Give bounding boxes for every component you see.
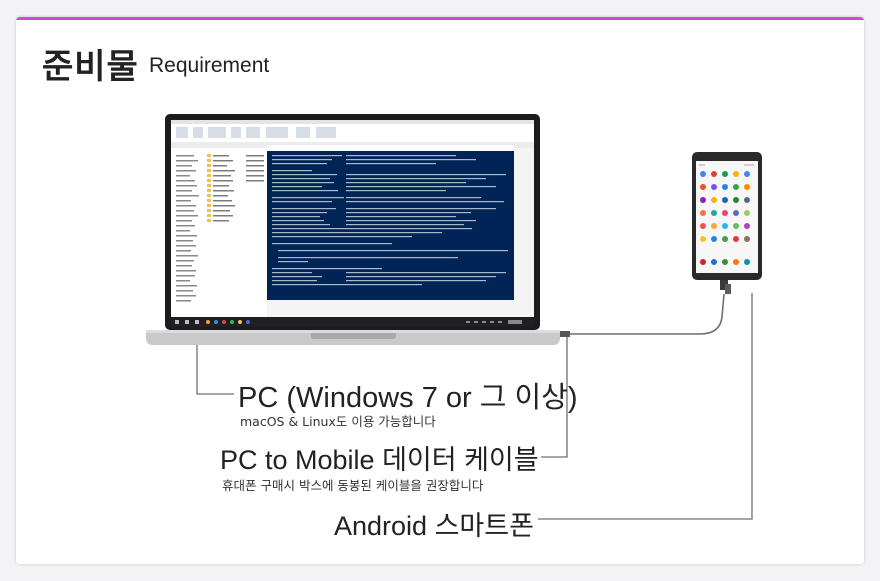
page-title: 준비물 bbox=[42, 47, 139, 87]
phone-screen bbox=[696, 161, 758, 273]
cable-connector bbox=[541, 337, 568, 458]
requirement-card: 준비물 Requirement bbox=[16, 17, 864, 564]
terminal-text-lines bbox=[272, 155, 508, 286]
cable-label: PC to Mobile 데이터 케이블 bbox=[220, 445, 539, 475]
accent-bar bbox=[16, 17, 864, 20]
phone-plug bbox=[720, 280, 728, 290]
explorer-ribbon bbox=[171, 120, 534, 142]
phone-app-icons bbox=[700, 171, 750, 265]
pc-label: PC (Windows 7 or 그 이상) bbox=[238, 382, 578, 414]
phone-connector bbox=[538, 293, 753, 520]
cable-note: 휴대폰 구매시 박스에 동봉된 케이블을 권장합니다 bbox=[222, 478, 484, 493]
nav-pane-lines bbox=[176, 155, 199, 302]
explorer-file-list bbox=[205, 148, 267, 327]
pc-connector bbox=[196, 345, 234, 395]
page-subtitle: Requirement bbox=[149, 54, 270, 77]
taskbar bbox=[171, 317, 534, 327]
pc-note: macOS & Linux도 이용 가능합니다 bbox=[240, 414, 436, 429]
explorer-nav-pane bbox=[171, 148, 205, 327]
laptop-notch bbox=[311, 333, 396, 339]
setup-illustration bbox=[146, 114, 762, 520]
data-cable bbox=[570, 293, 725, 335]
usb-port bbox=[560, 331, 570, 337]
phone-label: Android 스마트폰 bbox=[334, 511, 534, 541]
